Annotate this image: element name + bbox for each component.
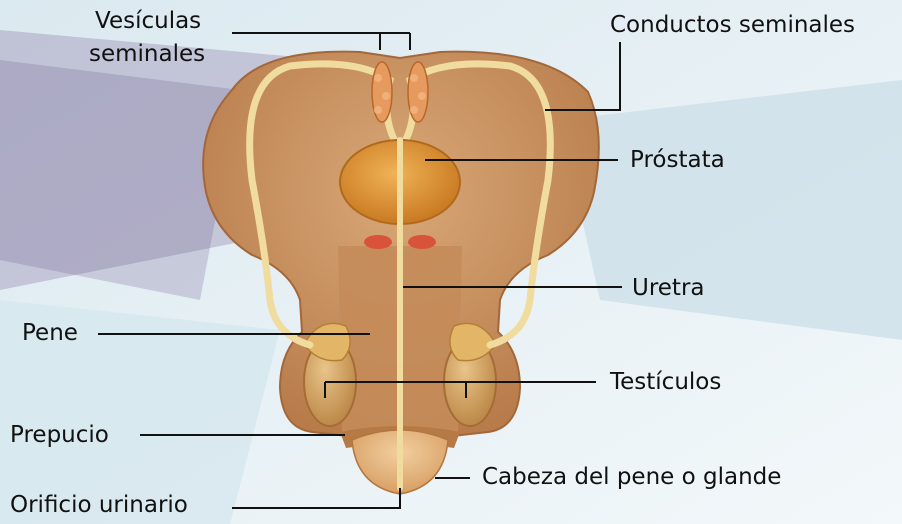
label-prostata: Próstata — [630, 147, 725, 173]
label-uretra: Uretra — [632, 275, 705, 301]
label-vesiculas-line1: Vesículas — [95, 8, 201, 34]
label-vesiculas-line2: seminales — [89, 41, 205, 67]
label-testiculos: Testículos — [610, 369, 721, 395]
label-cabeza-del-pene: Cabeza del pene o glande — [482, 464, 781, 490]
label-orificio-urinario: Orificio urinario — [10, 492, 188, 518]
label-pene: Pene — [22, 320, 78, 346]
label-conductos-seminales: Conductos seminales — [610, 12, 855, 38]
label-prepucio: Prepucio — [10, 422, 109, 448]
background-shape — [560, 80, 902, 340]
